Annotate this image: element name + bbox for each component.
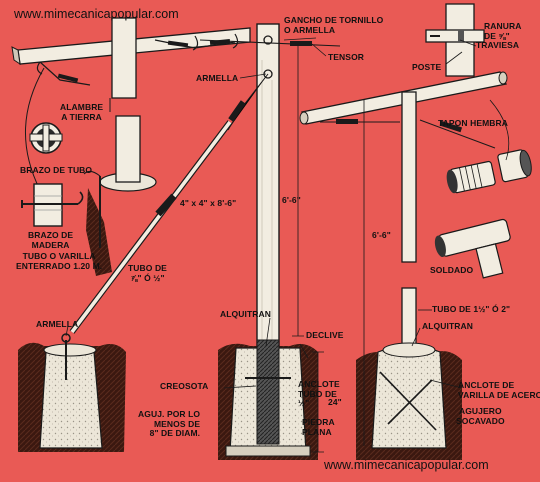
label-tubo-varilla: TUBO O VARILLA ENTERRADO 1.20 M. — [16, 251, 103, 271]
label-height-left: 6'-6" — [282, 195, 301, 205]
label-agujero: AGUJERO SOCAVADO — [456, 406, 505, 426]
label-soldado: SOLDADO — [430, 265, 474, 275]
pipe-arm-detail — [29, 122, 63, 154]
label-tapon: TAPON HEMBRA — [438, 118, 508, 128]
wood-arm-detail — [21, 183, 84, 227]
label-tubo-right: TUBO DE 1½" Ó 2" — [432, 304, 511, 314]
label-aguj: AGUJ. POR LO MENOS DE 8" DE DIAM. — [138, 409, 201, 438]
label-declive: DECLIVE — [306, 330, 344, 340]
label-poste: POSTE — [412, 62, 442, 72]
watermark-top: www.mimecanicapopular.com — [14, 7, 179, 21]
label-gancho: GANCHO DE TORNILLO O ARMELLA — [284, 15, 384, 35]
center-footing — [218, 339, 318, 460]
label-tensor: TENSOR — [328, 52, 365, 62]
label-brazo-tubo: BRAZO DE TUBO — [20, 165, 93, 175]
left-footing — [18, 333, 126, 452]
label-depth: 24" — [328, 397, 342, 407]
watermark-bottom: www.mimecanicapopular.com — [324, 458, 489, 472]
crossarm-detail — [11, 17, 251, 191]
label-alquitran-left: ALQUITRAN — [220, 309, 271, 319]
label-armella-top: ARMELLA — [196, 73, 239, 83]
label-post-size: 4" x 4" x 8'-6" — [180, 198, 237, 208]
cap-fittings — [434, 149, 532, 279]
main-post — [199, 23, 341, 417]
label-ranura: RANURA DE ⅝" — [484, 21, 522, 41]
label-brazo-madera: BRAZO DE MADERA — [28, 230, 74, 250]
leader-lines — [65, 37, 510, 389]
label-height-right: 6'-6" — [372, 230, 391, 240]
dimension-lines — [292, 43, 324, 453]
label-anclote-tubo: ANCLOTE TUBO DE ½" — [298, 379, 340, 408]
brace-pipe — [69, 120, 233, 334]
label-armella-bottom: ARMELLA — [36, 319, 79, 329]
label-tubo-de: TUBO DE ⅞" Ó ½" — [128, 263, 167, 283]
label-alquitran-right: ALQUITRAN — [422, 321, 473, 331]
t-pipe-post — [299, 71, 508, 369]
label-traviesa: TRAVIESA — [476, 40, 520, 50]
ground-rod-post — [83, 115, 157, 276]
label-anclote-varilla: ANCLOTE DE VARILLA DE ACERO — [458, 380, 540, 400]
slot-detail — [425, 3, 485, 77]
label-alambre: ALAMBRE A TIERRA — [60, 102, 104, 122]
label-piedra: PIEDRA PLANA — [302, 417, 335, 437]
right-footing — [356, 100, 462, 460]
label-creosota: CREOSOTA — [160, 381, 209, 391]
